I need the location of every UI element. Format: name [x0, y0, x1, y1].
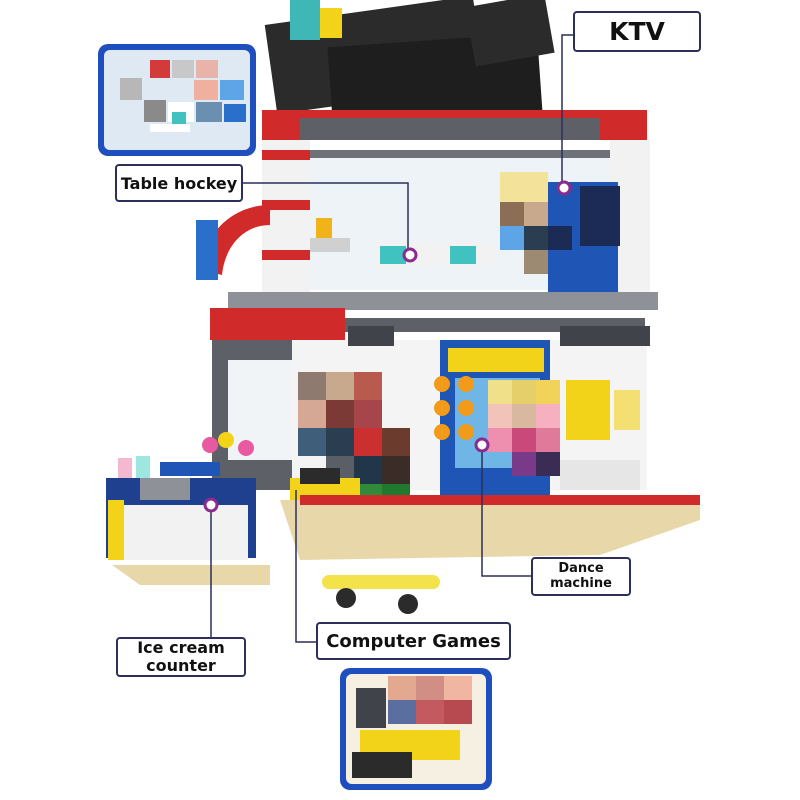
inset-computer-games-photo — [340, 668, 492, 790]
leader-line-table-hockey — [242, 182, 409, 255]
markers — [203, 180, 572, 513]
marker-table-hockey — [402, 247, 418, 263]
inset-table-hockey-photo — [98, 44, 256, 156]
marker-dance-machine — [474, 437, 490, 453]
label-computer-games: Computer Games — [316, 622, 511, 660]
label-ktv: KTV — [573, 11, 701, 52]
label-dance-machine-line1: Dance — [558, 560, 604, 576]
label-dance-machine-line2: machine — [550, 575, 612, 591]
marker-ktv — [556, 180, 572, 196]
marker-ice-cream — [203, 497, 219, 513]
brick-building-model — [196, 0, 700, 614]
label-ice-cream-line2: counter — [146, 656, 216, 675]
label-ice-cream-line1: Ice cream — [137, 637, 225, 657]
label-ice-cream-counter: Ice cream counter — [116, 637, 246, 677]
ice-cream-counter-model — [106, 432, 270, 585]
leader-line-dance-machine — [481, 445, 531, 577]
label-table-hockey: Table hockey — [115, 164, 243, 202]
leader-line-computer-games — [295, 490, 317, 643]
label-dance-machine: Dance machine — [531, 557, 631, 596]
leader-lines — [210, 34, 573, 646]
leader-line-ktv — [561, 34, 573, 188]
